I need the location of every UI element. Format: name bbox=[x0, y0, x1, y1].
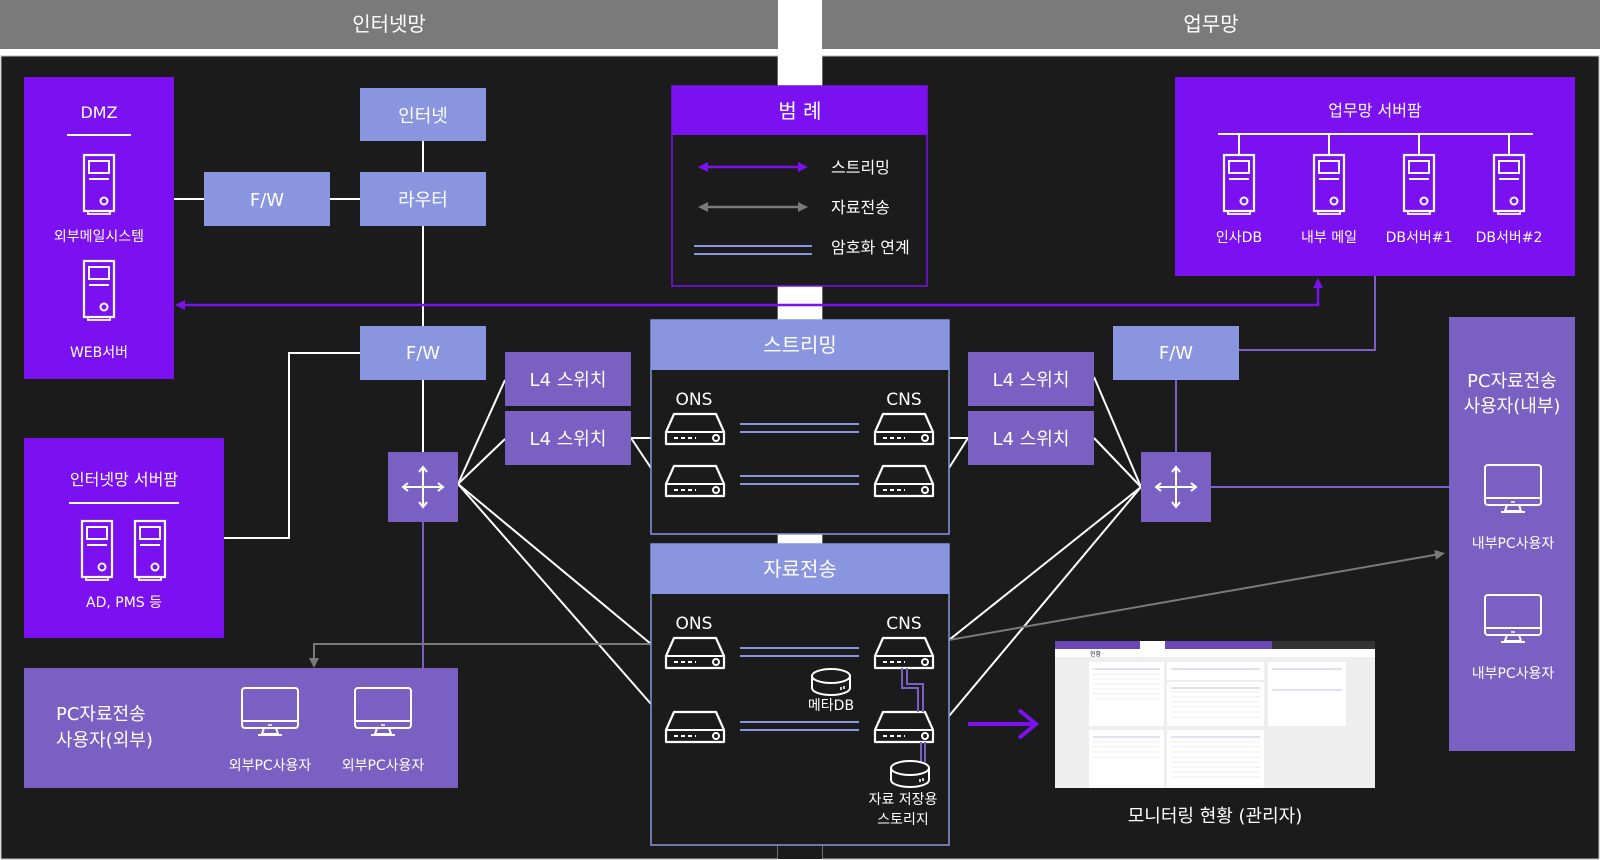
pc-users-title: PC자료전송 bbox=[1467, 371, 1557, 392]
divider-strip bbox=[778, 534, 822, 544]
pc-user-label: 내부PC사용자 bbox=[1472, 536, 1555, 552]
pc-user-label: 외부PC사용자 bbox=[342, 758, 425, 774]
server-farm-caption: AD, PMS 등 bbox=[86, 595, 162, 611]
business-server-farm: 업무망 서버팜 인사DB 내부 메일 DB서버#1 DB서버#2 bbox=[1175, 77, 1575, 276]
router-node: 라우터 bbox=[360, 172, 486, 226]
svg-text:F/W: F/W bbox=[406, 343, 440, 364]
firewall-node: F/W bbox=[360, 326, 486, 380]
svg-text:라우터: 라우터 bbox=[398, 190, 448, 211]
zone-header-business bbox=[822, 0, 1600, 49]
transfer-title: 자료전송 bbox=[763, 557, 837, 581]
streaming-box: 스트리밍 ONS CNS bbox=[650, 319, 950, 535]
dmz-server-label: WEB서버 bbox=[70, 345, 128, 361]
transfer-box: 자료전송 ONS CNS 메타DB 자료 저장용 스토리지 bbox=[650, 543, 950, 846]
svg-text:L4 스위치: L4 스위치 bbox=[530, 370, 607, 391]
internet-server-farm: 인터넷망 서버팜 AD, PMS 등 bbox=[24, 438, 224, 638]
dmz-title: DMZ bbox=[80, 103, 117, 122]
monitoring-screenshot: 현황 bbox=[1055, 641, 1375, 788]
firewall-node: F/W bbox=[1113, 326, 1239, 380]
l4-switch: L4 스위치 bbox=[505, 411, 631, 465]
storage-label: 자료 저장용 bbox=[869, 792, 938, 808]
l4-switch: L4 스위치 bbox=[968, 411, 1094, 465]
l4-switch: L4 스위치 bbox=[968, 352, 1094, 406]
dmz-server-label: 외부메일시스템 bbox=[54, 229, 144, 245]
svg-text:L4 스위치: L4 스위치 bbox=[993, 370, 1070, 391]
server-farm-title: 인터넷망 서버팜 bbox=[70, 470, 178, 489]
pc-users-title: 사용자(외부) bbox=[56, 730, 153, 751]
svg-text:L4 스위치: L4 스위치 bbox=[993, 429, 1070, 450]
l4-switch: L4 스위치 bbox=[505, 352, 631, 406]
server-farm-title: 업무망 서버팜 bbox=[1328, 101, 1422, 120]
server-label: 내부 메일 bbox=[1301, 230, 1357, 246]
streaming-title: 스트리밍 bbox=[763, 333, 837, 357]
ons-label: ONS bbox=[676, 390, 713, 410]
zone-title-business: 업무망 bbox=[1183, 12, 1238, 36]
server-label: DB서버#2 bbox=[1476, 230, 1543, 246]
legend: 범 례 스트리밍 자료전송 암호화 연계 bbox=[671, 85, 928, 287]
ons-label: ONS bbox=[676, 614, 713, 634]
pc-user-label: 내부PC사용자 bbox=[1472, 666, 1555, 682]
firewall-node: F/W bbox=[204, 172, 330, 226]
cns-label: CNS bbox=[886, 390, 921, 410]
svg-text:인터넷: 인터넷 bbox=[398, 106, 448, 127]
network-switch bbox=[1141, 452, 1211, 522]
legend-label: 스트리밍 bbox=[831, 158, 890, 177]
svg-text:L4 스위치: L4 스위치 bbox=[530, 429, 607, 450]
network-switch bbox=[388, 452, 458, 522]
storage-label: 스토리지 bbox=[877, 812, 929, 828]
internet-node: 인터넷 bbox=[360, 88, 486, 141]
legend-title: 범 례 bbox=[778, 99, 821, 123]
zone-header-internet bbox=[0, 0, 778, 49]
monitoring-screen-title: 현황 bbox=[1090, 650, 1102, 658]
svg-text:F/W: F/W bbox=[250, 190, 284, 211]
divider-strip bbox=[778, 56, 822, 86]
legend-label: 자료전송 bbox=[831, 198, 890, 217]
monitoring-arrow bbox=[968, 708, 1040, 740]
pc-user-label: 외부PC사용자 bbox=[229, 758, 312, 774]
cns-label: CNS bbox=[886, 614, 921, 634]
pc-users-title: PC자료전송 bbox=[56, 704, 146, 725]
pc-users-title: 사용자(내부) bbox=[1464, 396, 1561, 417]
meta-db-label: 메타DB bbox=[808, 698, 854, 714]
connectors bbox=[174, 141, 1449, 717]
zone-title-internet: 인터넷망 bbox=[352, 12, 426, 36]
external-pc-users: PC자료전송 사용자(외부) 외부PC사용자 외부PC사용자 bbox=[24, 668, 458, 788]
server-label: DB서버#1 bbox=[1386, 230, 1453, 246]
legend-label: 암호화 연계 bbox=[831, 238, 910, 257]
divider-strip bbox=[778, 286, 822, 320]
svg-text:F/W: F/W bbox=[1159, 343, 1193, 364]
internal-pc-users: PC자료전송 사용자(내부) 내부PC사용자 내부PC사용자 bbox=[1449, 317, 1575, 751]
monitoring-caption: 모니터링 현황 (관리자) bbox=[1128, 806, 1303, 827]
server-label: 인사DB bbox=[1216, 230, 1262, 246]
dmz-zone: DMZ 외부메일시스템 WEB서버 bbox=[24, 77, 174, 379]
